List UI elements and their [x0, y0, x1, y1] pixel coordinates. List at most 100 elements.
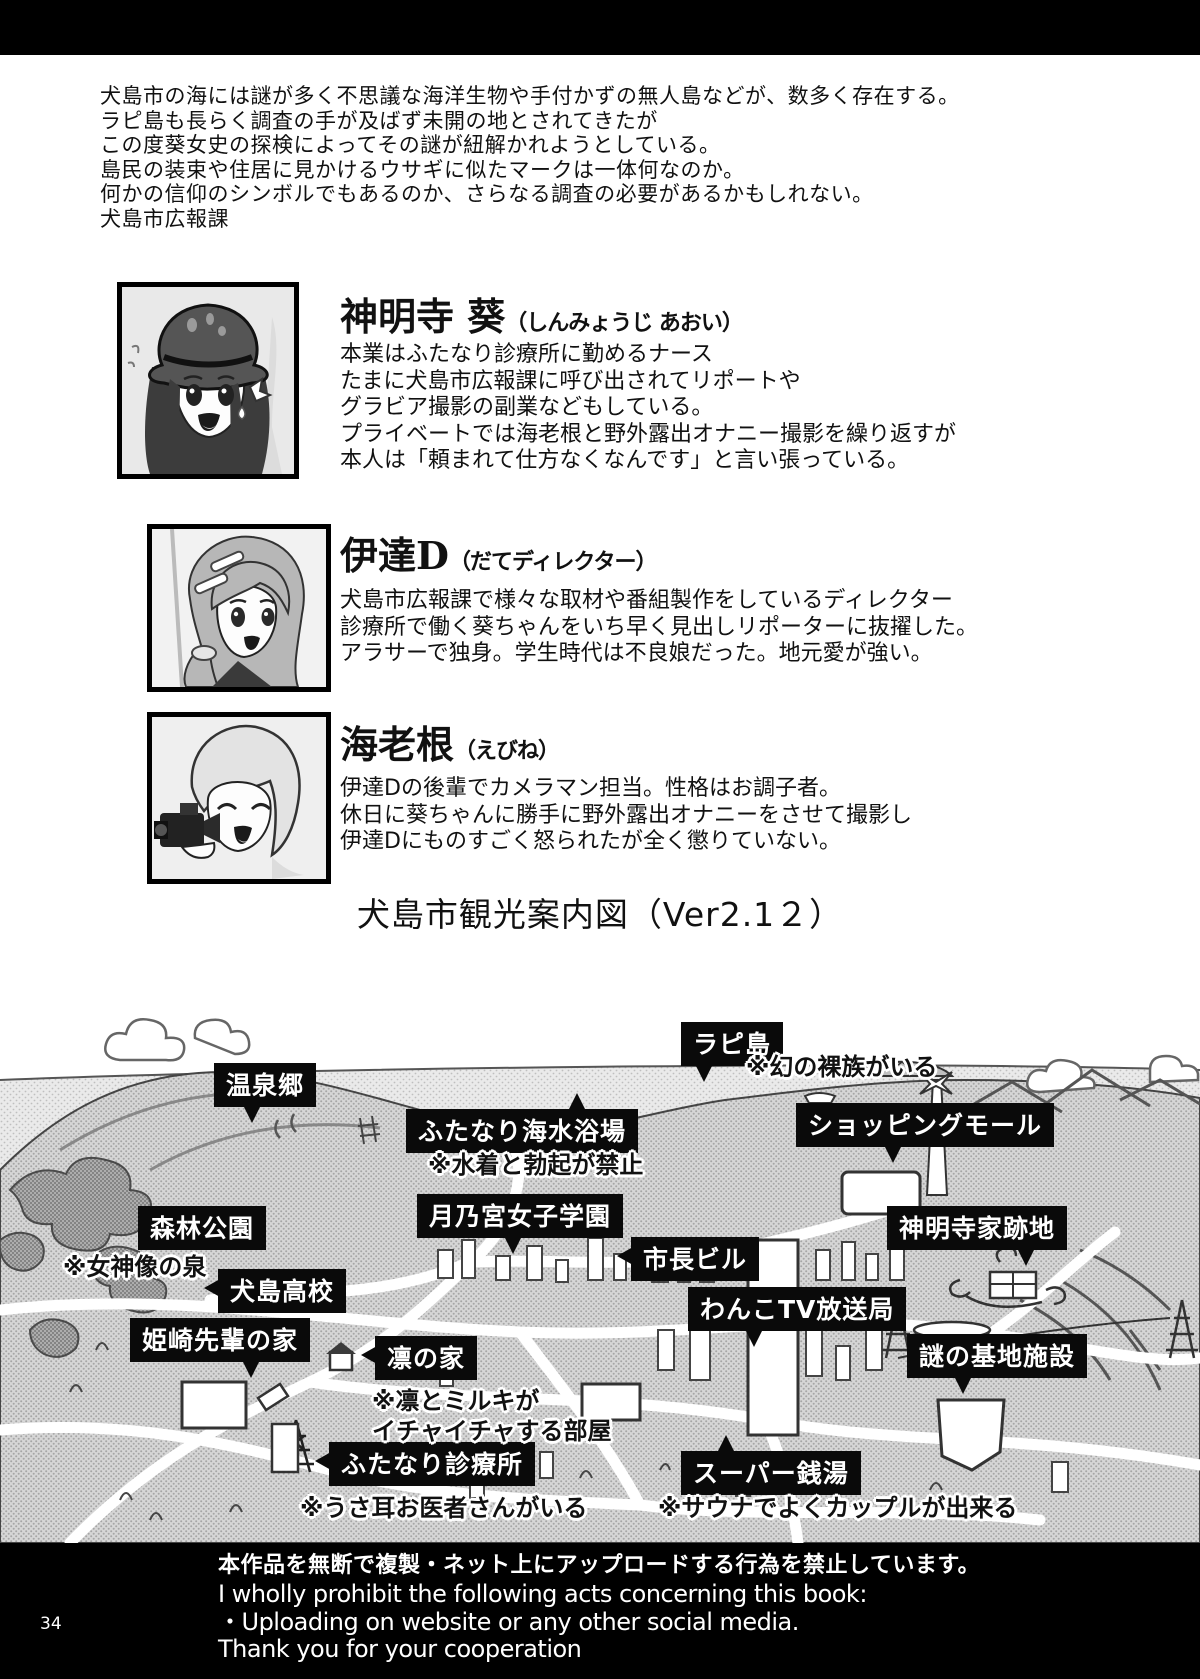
map-label-text: 謎の基地施設 — [919, 1342, 1076, 1371]
desc-line: 本業はふたなり診療所に勤めるナース — [340, 342, 713, 367]
portrait-aoi — [117, 282, 299, 479]
character-name-ebine: 海老根（えびね） — [340, 714, 560, 769]
copyright-line-en: I wholly prohibit the following acts con… — [218, 1580, 867, 1608]
intro-line: 何かの信仰のシンボルでもあるのか、さらなる調査の必要があるかもしれない。 — [100, 182, 874, 207]
map-note-sauna-couples: ※サウナでよくカップルが出来る — [658, 1494, 1018, 1522]
page-top-border — [0, 0, 1200, 55]
map-note-no-swimsuit: ※水着と勃起が禁止 — [428, 1151, 644, 1179]
map-label-inujima-highschool: 犬島高校 — [204, 1269, 347, 1313]
map-label-rin-house: 凛の家 — [361, 1336, 478, 1380]
map-label-text: 市長ビル — [643, 1245, 748, 1274]
copyright-line-en: Thank you for your cooperation — [218, 1635, 582, 1663]
copyright-notice: 本作品を無断で複製・ネット上にアップロードする行為を禁止しています。 I who… — [218, 1551, 980, 1664]
map-label-text: スーパー銭湯 — [693, 1459, 849, 1488]
map-label-text: 森林公園 — [150, 1214, 255, 1243]
desc-line: アラサーで独身。学生時代は不良娘だった。地元愛が強い。 — [340, 641, 933, 666]
map-note-goddess-spring: ※女神像の泉 — [63, 1253, 207, 1281]
intro-line: 島民の装束や住居に見かけるウサギに似たマークは一体何なのか。 — [100, 157, 745, 182]
map-label-text: ラピ島 — [693, 1030, 772, 1059]
map-note-rin-milky: ※凛とミルキが イチャイチャする部屋 — [372, 1387, 612, 1445]
desc-line: 犬島市広報課で様々な取材や番組製作をしているディレクター — [340, 588, 953, 613]
mall-building — [840, 1170, 922, 1216]
map-label-text: 凛の家 — [387, 1344, 466, 1373]
rin-house — [326, 1342, 356, 1372]
pointer — [617, 1247, 633, 1265]
copyright-line-jp: 本作品を無断で複製・ネット上にアップロードする行為を禁止しています。 — [218, 1553, 981, 1578]
map-note-naked-tribe: ※幻の裸族がいる — [746, 1053, 938, 1081]
map-note-rabbit-doctor: ※うさ耳お医者さんがいる — [300, 1494, 588, 1522]
map-label-text: 温泉郷 — [226, 1071, 305, 1100]
map-label-himesaki-house: 姫崎先輩の家 — [130, 1318, 311, 1378]
girls-school-building — [580, 1382, 642, 1422]
pointer — [953, 1376, 972, 1394]
pointer — [716, 1435, 735, 1453]
map-label-super-sento: スーパー銭湯 — [681, 1435, 861, 1495]
footer-band — [0, 1543, 1200, 1679]
map-label-text: 月乃宮女子学園 — [429, 1202, 612, 1231]
desc-line: 休日に葵ちゃんに勝手に野外露出オナニーをさせて撮影し — [340, 802, 913, 828]
school-building — [180, 1380, 248, 1430]
map-label-clinic: ふたなり診療所 — [315, 1442, 536, 1486]
desc-line: プライベートでは海老根と野外露出オナニー撮影を繰り返すが — [340, 421, 957, 447]
portrait-aoi-art — [122, 287, 294, 474]
portrait-ebine-art — [152, 717, 326, 879]
pointer — [315, 1452, 331, 1470]
map-label-tv-station: わんこTV放送局 — [688, 1287, 907, 1347]
map-label-mall: ショッピングモール — [796, 1103, 1055, 1163]
character-desc-dateD: 犬島市広報課で様々な取材や番組製作をしているディレクター 診療所で働く葵ちゃんを… — [340, 588, 978, 668]
map-label-onsen: 温泉郷 — [214, 1063, 317, 1123]
cloud — [104, 1018, 1200, 1094]
pointer — [1016, 1248, 1035, 1266]
pointer — [568, 1093, 587, 1111]
desc-line: グラビア撮影の副業などもしている。 — [340, 395, 714, 420]
map-label-text: ふたなり海水浴場 — [418, 1117, 627, 1146]
map-title: 犬島市観光案内図（Ver2.1２） — [356, 895, 844, 934]
character-name-text: 伊達D — [340, 533, 449, 578]
desc-line: 診療所で働く葵ちゃんをいち早く見出しリポーターに抜擢した。 — [340, 614, 979, 640]
character-furigana: （えびね） — [454, 738, 560, 764]
desc-line: 伊達Dにものすごく怒られたが全く懲りていない。 — [340, 829, 841, 854]
map-label-text: 姫崎先輩の家 — [142, 1326, 299, 1355]
desc-line: 本人は「頼まれて仕方なくなんです」と言い張っている。 — [340, 448, 910, 473]
desc-line: 伊達Dの後輩でカメラマン担当。性格はお調子者。 — [340, 776, 841, 801]
character-desc-ebine: 伊達Dの後輩でカメラマン担当。性格はお調子者。 休日に葵ちゃんに勝手に野外露出オ… — [340, 776, 912, 856]
map-label-girls-school: 月乃宮女子学園 — [417, 1194, 624, 1254]
map-label-rapi-island: ラピ島 — [681, 1022, 784, 1082]
map-label-text: ふたなり診療所 — [341, 1450, 524, 1479]
pointer — [241, 1360, 260, 1378]
portrait-ebine — [147, 712, 331, 884]
map-label-text: わんこTV放送局 — [700, 1295, 895, 1324]
character-name-text: 海老根 — [340, 722, 455, 767]
portrait-dateD — [147, 524, 331, 692]
map-label-forest-park: 森林公園 — [138, 1206, 267, 1250]
pointer — [361, 1346, 377, 1364]
page-number: 34 — [40, 1614, 62, 1634]
rapi-island — [847, 1059, 955, 1077]
base-building — [936, 1398, 1006, 1472]
map-label-mayor-building: 市長ビル — [617, 1237, 760, 1281]
copyright-line-en: ・Uploading on website or any other socia… — [218, 1607, 799, 1636]
intro-line: 犬島市の海には謎が多く不思議な海洋生物や手付かずの無人島などが、数多く存在する。 — [100, 84, 960, 108]
pointer — [242, 1105, 261, 1123]
desc-line: たまに犬島市広報課に呼び出されてリポートや — [340, 368, 801, 394]
portrait-dateD-art — [152, 529, 326, 687]
himesaki-house — [256, 1382, 290, 1412]
map-label-text: ショッピングモール — [808, 1111, 1043, 1140]
intro-line: この度葵女史の探検によってその謎が紐解かれようとしている。 — [100, 133, 721, 158]
shrubs — [69, 1342, 943, 1521]
map-label-text: 犬島高校 — [230, 1277, 335, 1306]
character-name-text: 神明寺 葵 — [340, 294, 506, 339]
intro-line: 犬島市広報課 — [100, 206, 229, 231]
map-label-shinmyoji-ruins: 神明寺家跡地 — [887, 1206, 1068, 1266]
character-name-dateD: 伊達D（だてディレクター） — [340, 525, 658, 580]
character-furigana: （しんみょうじ あおい） — [505, 310, 744, 336]
map-label-beach: ふたなり海水浴場 — [406, 1093, 639, 1153]
intro-line: ラピ島も長らく調査の手が及ばず未開の地とされてきたが — [100, 108, 658, 133]
intro-paragraph: 犬島市の海には謎が多く不思議な海洋生物や手付かずの無人島などが、数多く存在する。… — [100, 84, 960, 232]
pointer — [883, 1145, 902, 1163]
map-label-text: 神明寺家跡地 — [899, 1214, 1056, 1243]
character-desc-aoi: 本業はふたなり診療所に勤めるナース たまに犬島市広報課に呼び出されてリポートや … — [340, 342, 956, 475]
pointer — [503, 1236, 522, 1254]
character-furigana: （だてディレクター） — [448, 549, 658, 575]
clinic-building — [270, 1422, 300, 1474]
